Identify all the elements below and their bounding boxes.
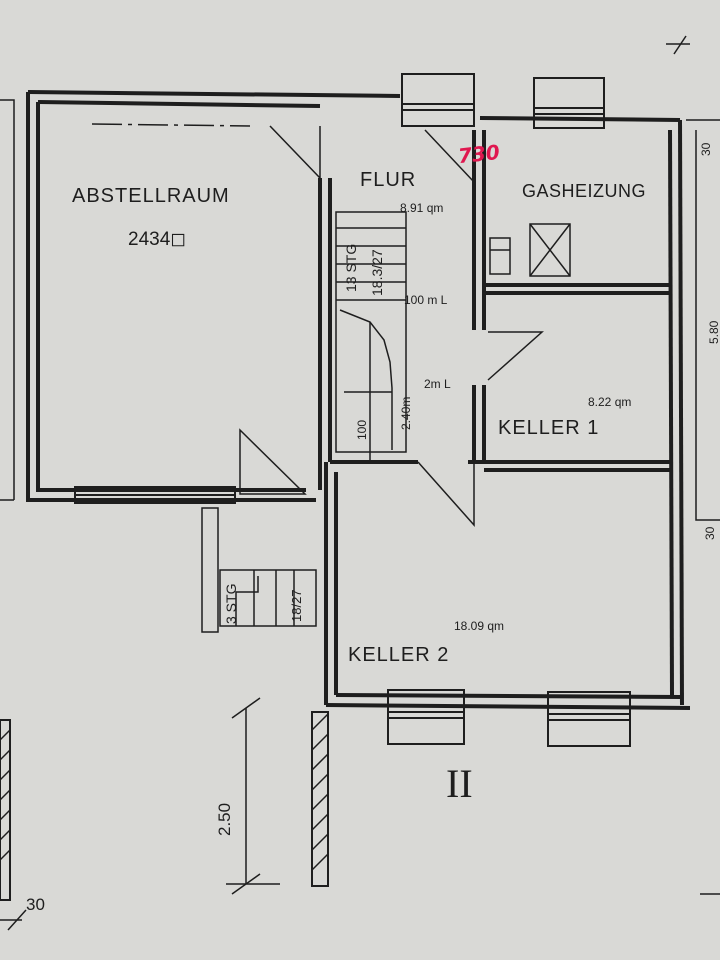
door-abstellraum-bottom bbox=[239, 428, 307, 495]
dim-height-100: 100 bbox=[355, 419, 369, 440]
main-stair bbox=[335, 211, 407, 460]
wall-flur-right-lower bbox=[472, 385, 486, 462]
side-stair-steps: 3 STG bbox=[223, 583, 239, 624]
room-name-keller2: KELLER 2 bbox=[348, 644, 450, 666]
side-stair bbox=[201, 507, 317, 633]
room-name-keller1: KELLER 1 bbox=[498, 417, 600, 439]
stair-outline bbox=[335, 211, 407, 453]
door-abstellraum-flur bbox=[269, 125, 321, 180]
room-area-abstellraum: 2434◻ bbox=[128, 229, 187, 250]
retaining-wall bbox=[0, 711, 329, 901]
dim-headroom-1: 100 m L bbox=[404, 293, 448, 307]
stair-turn-steps bbox=[339, 309, 393, 389]
side-stair-treads bbox=[219, 569, 317, 627]
window-top-gas bbox=[533, 77, 605, 129]
wall-gas-bottom bbox=[484, 283, 670, 295]
dim-edge-30-bottom: 30 bbox=[26, 895, 45, 914]
section-label: II bbox=[446, 761, 473, 806]
room-area-flur: 8.91 qm bbox=[400, 201, 444, 215]
wall-abstellraum-inner bbox=[36, 102, 306, 492]
side-stair-arrow bbox=[235, 576, 259, 626]
dim-height-250: 2.50 bbox=[215, 802, 234, 836]
wall-top-inner bbox=[37, 100, 321, 108]
exterior-walls bbox=[26, 90, 691, 710]
handwritten-note: 730 bbox=[456, 139, 501, 169]
gas-heater-unit bbox=[489, 223, 571, 277]
dim-edge-30-top: 30 bbox=[699, 142, 713, 156]
wall-bottom bbox=[325, 703, 691, 710]
interior-walls bbox=[318, 130, 670, 490]
wall-keller2-left bbox=[324, 462, 338, 705]
windows bbox=[74, 73, 631, 747]
wall-top bbox=[27, 90, 681, 122]
side-stair-ratio: 18/27 bbox=[289, 589, 304, 622]
door-swings bbox=[91, 123, 544, 527]
room-name-abstellraum: ABSTELLRAUM bbox=[72, 185, 230, 207]
side-stair-wall bbox=[201, 507, 219, 633]
neighbor-wall-right bbox=[686, 119, 720, 521]
wall-right bbox=[678, 119, 684, 706]
main-stair-steps: 13 STG bbox=[343, 243, 359, 292]
door-keller2 bbox=[417, 461, 475, 527]
neighbor-wall-left bbox=[0, 99, 15, 501]
dim-edge-30-mid: 30 bbox=[703, 526, 717, 540]
room-name-flur: FLUR bbox=[360, 169, 417, 191]
door-flur-gas bbox=[424, 129, 475, 184]
window-top-flur bbox=[401, 73, 475, 127]
wall-bottom-inner bbox=[335, 693, 681, 699]
door-keller1 bbox=[487, 331, 544, 381]
room-area-keller1: 8.22 qm bbox=[588, 395, 632, 409]
room-area-keller2: 18.09 qm bbox=[454, 619, 505, 633]
wall-flur-left bbox=[318, 178, 332, 490]
room-name-gasheizung: GASHEIZUNG bbox=[522, 181, 647, 201]
dim-height-240: 2.40m bbox=[399, 396, 413, 430]
main-stair-ratio: 18.3/27 bbox=[369, 249, 385, 296]
wall-abstellraum-outer bbox=[26, 92, 316, 502]
dim-headroom-2: 2m L bbox=[424, 377, 451, 391]
dimension-lines bbox=[0, 35, 720, 931]
dim-edge-right: 5.80 bbox=[707, 320, 720, 344]
gas-heater-box bbox=[489, 237, 511, 275]
wall-right-inner bbox=[668, 129, 674, 696]
